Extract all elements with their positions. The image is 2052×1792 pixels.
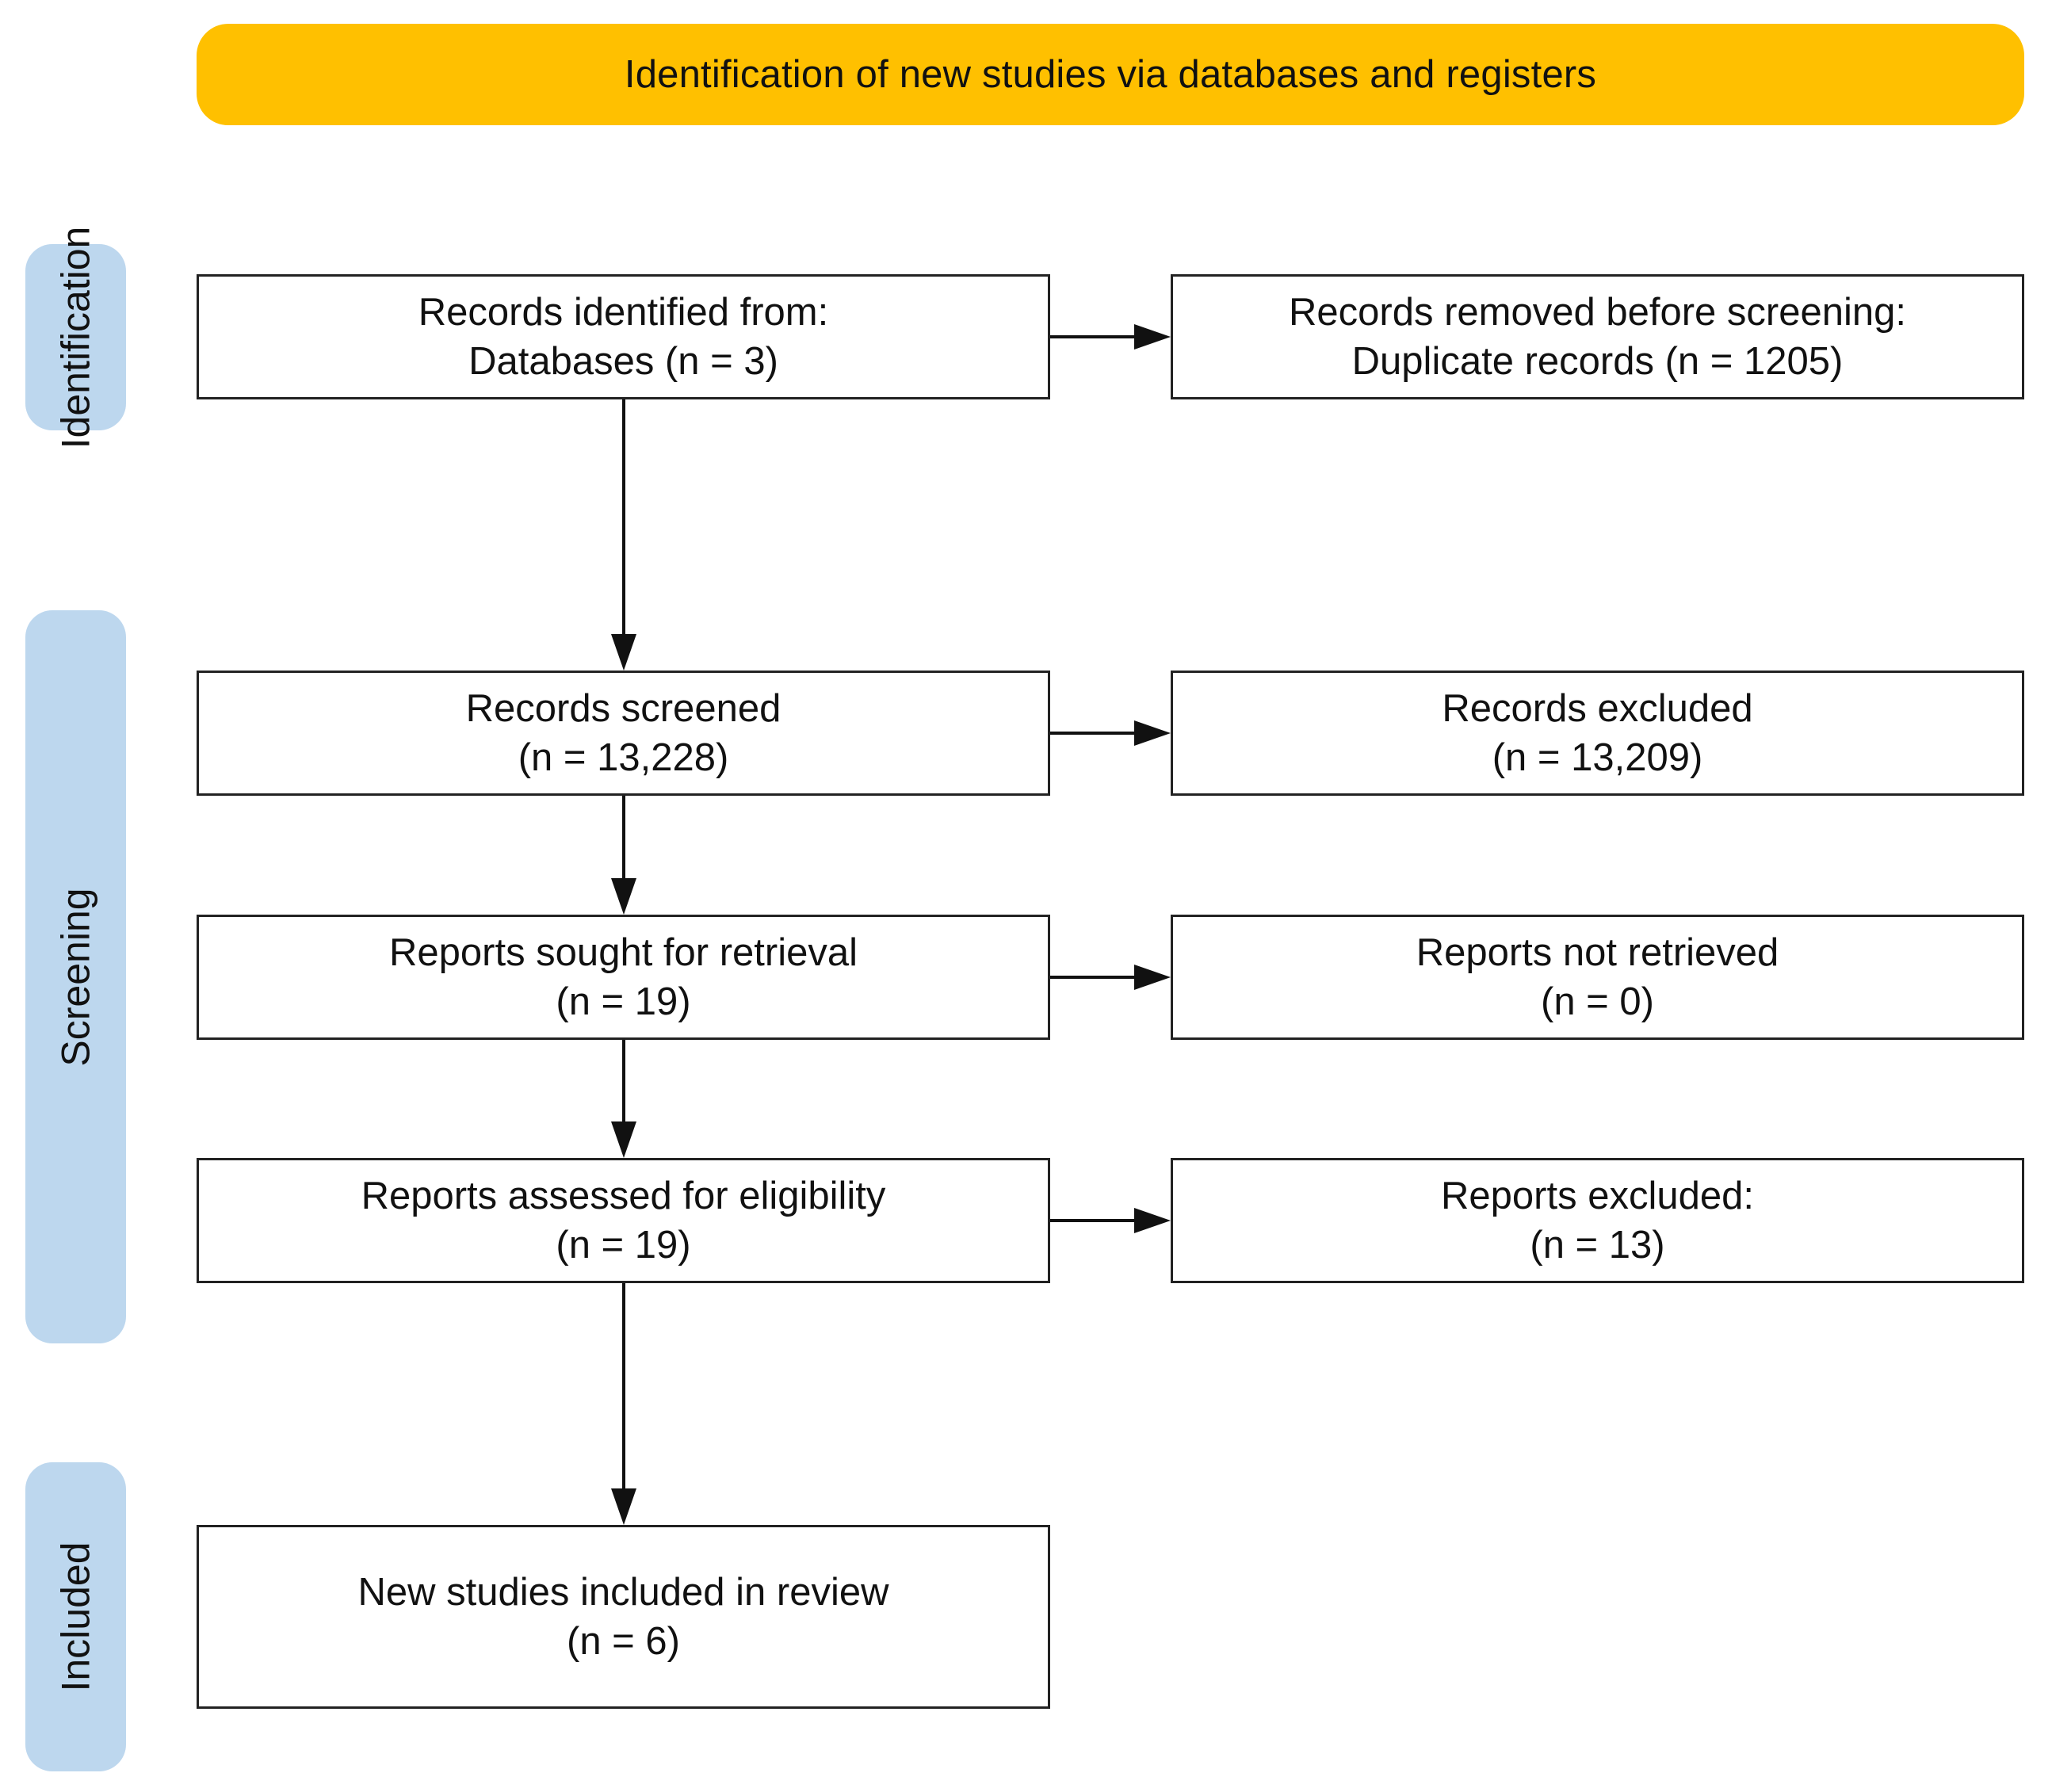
reports-not-retrieved-line1: Reports not retrieved — [1416, 931, 1779, 974]
reports-excluded-line1: Reports excluded: — [1441, 1175, 1754, 1217]
records-removed-line2: Duplicate records (n = 1205) — [1351, 340, 1844, 383]
records-screened-box: Records screened (n = 13,228) — [197, 671, 1050, 796]
arrowhead-records-excluded — [1134, 720, 1171, 746]
records-removed-line1: Records removed before screening: — [1289, 291, 1906, 334]
header-banner: Identification of new studies via databa… — [197, 24, 2024, 125]
reports-excluded-box: Reports excluded: (n = 13) — [1171, 1158, 2024, 1283]
arrowhead-removed — [1134, 324, 1171, 350]
records-identified-box: Records identified from: Databases (n = … — [197, 274, 1050, 399]
reports-not-retrieved-line2: (n = 0) — [1541, 980, 1654, 1023]
arrowhead-screened — [611, 634, 636, 671]
records-excluded-box: Records excluded (n = 13,209) — [1171, 671, 2024, 796]
reports-sought-box: Reports sought for retrieval (n = 19) — [197, 915, 1050, 1040]
phase-included: Included — [25, 1462, 126, 1771]
studies-included-box: New studies included in review (n = 6) — [197, 1525, 1050, 1709]
records-screened-line2: (n = 13,228) — [518, 736, 729, 779]
header-title: Identification of new studies via databa… — [624, 53, 1597, 96]
records-screened-line1: Records screened — [465, 687, 781, 730]
arrowhead-not-retrieved — [1134, 965, 1171, 990]
reports-assessed-line2: (n = 19) — [556, 1224, 691, 1267]
records-excluded-line1: Records excluded — [1442, 687, 1753, 730]
studies-included-line1: New studies included in review — [357, 1571, 889, 1614]
records-excluded-line2: (n = 13,209) — [1492, 736, 1703, 779]
arrowhead-assessed — [611, 1121, 636, 1158]
phase-identification: Identification — [25, 226, 126, 449]
studies-included-line2: (n = 6) — [567, 1620, 680, 1663]
arrowhead-sought — [611, 878, 636, 915]
reports-assessed-box: Reports assessed for eligibility (n = 19… — [197, 1158, 1050, 1283]
records-identified-line2: Databases (n = 3) — [468, 340, 778, 383]
reports-assessed-line1: Reports assessed for eligibility — [361, 1175, 886, 1217]
reports-sought-line2: (n = 19) — [556, 980, 691, 1023]
records-removed-box: Records removed before screening: Duplic… — [1171, 274, 2024, 399]
reports-sought-line1: Reports sought for retrieval — [389, 931, 858, 974]
arrowhead-reports-excluded — [1134, 1208, 1171, 1233]
phase-screening: Screening — [25, 610, 126, 1343]
reports-not-retrieved-box: Reports not retrieved (n = 0) — [1171, 915, 2024, 1040]
reports-excluded-line2: (n = 13) — [1530, 1224, 1665, 1267]
records-identified-line1: Records identified from: — [418, 291, 829, 334]
arrowhead-included — [611, 1488, 636, 1525]
